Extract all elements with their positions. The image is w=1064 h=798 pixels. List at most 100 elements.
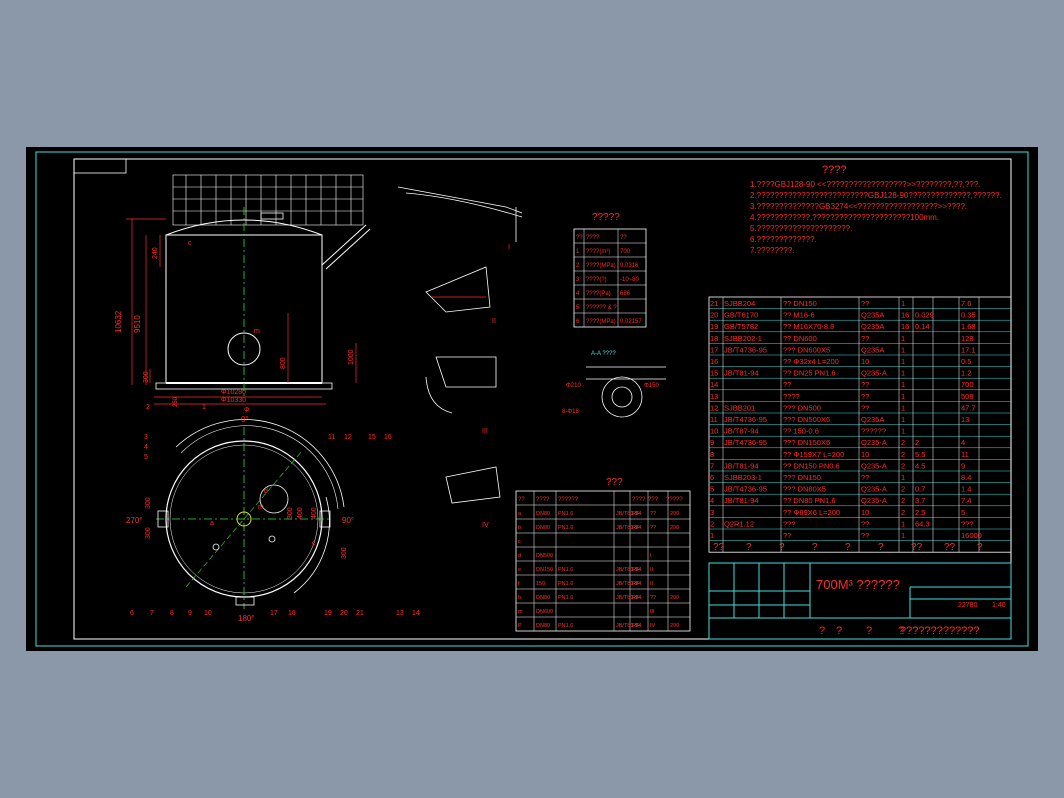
- nozzle-col-header: ????: [536, 497, 550, 503]
- part-cell: 5: [710, 485, 714, 494]
- nozzle-cell: ??: [650, 525, 656, 531]
- part-cell: 13: [961, 415, 969, 424]
- part-cell: 4.5: [915, 461, 925, 470]
- nozzle-cell: h: [518, 595, 521, 601]
- part-cell: SJBB204: [724, 299, 755, 308]
- part-cell: 8: [710, 450, 714, 459]
- part-cell: 16: [901, 322, 909, 331]
- plan-dim-4: 400: [297, 507, 304, 519]
- part-cell: 2: [901, 450, 905, 459]
- part-cell: ??: [783, 531, 791, 540]
- nozzle-cell: III: [650, 609, 655, 615]
- part-cell: 508: [961, 392, 974, 401]
- part-cell: 5: [961, 508, 965, 517]
- nozzle-cell: DN600: [536, 609, 553, 615]
- spec-cell: 1: [576, 249, 580, 255]
- nozzle-cell: PN1.6: [558, 525, 573, 531]
- part-cell: 9: [710, 438, 714, 447]
- nozzle-col-header: ??????: [558, 497, 579, 503]
- part-cell: 0.7: [915, 485, 925, 494]
- title-footer-cell: ?: [819, 625, 825, 637]
- nozzle-table-header: ???: [606, 477, 623, 488]
- part-cell: 4: [961, 438, 965, 447]
- part-cell: 21: [710, 299, 718, 308]
- dim-height-total: 10632: [114, 310, 123, 333]
- plan-dim-2: 300: [145, 527, 152, 539]
- part-cell: 14: [710, 380, 718, 389]
- spec-col-header: ??: [576, 235, 583, 241]
- plan-callout-14: 14: [412, 610, 420, 617]
- plan-callout-17: 17: [270, 610, 278, 617]
- dim-height-shell: 9510: [133, 315, 142, 333]
- nozzle-cell: m: [518, 609, 523, 615]
- part-header-cell: ?: [746, 542, 752, 553]
- part-cell: 1: [710, 531, 714, 540]
- part-cell: JB/T87-94: [724, 427, 759, 436]
- part-cell: 11: [961, 450, 969, 459]
- plan-dim-3: 300: [287, 507, 294, 519]
- dim-dia-outer: Φ10330: [221, 397, 246, 404]
- note-line: 7.????????.: [750, 246, 795, 255]
- part-cell: 1.2: [961, 369, 971, 378]
- plan-callout-21: 21: [356, 610, 364, 617]
- part-cell: 0.029: [915, 311, 934, 320]
- spec-col-header: ??: [620, 235, 627, 241]
- note-line: 2.?????????????????????????GBJ128-90????…: [750, 191, 1002, 200]
- nozzle-cell: 200: [670, 511, 679, 517]
- outer-frame: [35, 151, 1029, 647]
- nozzle-col-header: ?????: [666, 497, 683, 503]
- plan-callout-13: 13: [396, 610, 404, 617]
- part-cell: 0.35: [961, 311, 976, 320]
- part-cell: Q235-A: [861, 438, 887, 447]
- nozzle-cell: JB/T81-94: [616, 623, 641, 629]
- part-cell: 20: [710, 311, 718, 320]
- part-cell: ?? Φ159X7 L=200: [783, 450, 844, 459]
- part-header-cell: ?: [878, 542, 884, 553]
- nozzle-cell: PN1.6: [558, 595, 573, 601]
- spec-cell: 0.02157: [620, 319, 642, 325]
- part-cell: 0.5: [961, 357, 971, 366]
- part-cell: 16: [901, 311, 909, 320]
- part-cell: 15: [710, 369, 718, 378]
- part-cell: ?? DN150: [783, 299, 817, 308]
- part-cell: 700: [961, 380, 974, 389]
- plan-callout-9: 9: [188, 610, 192, 617]
- dim-nozzle-height: 1000: [348, 349, 355, 365]
- part-cell: 7.6: [961, 299, 971, 308]
- title-footer-cell: ?: [836, 625, 842, 637]
- spec-cell: 6: [576, 319, 580, 325]
- dim-roof: 240: [152, 247, 159, 259]
- plan-callout-15: 15: [368, 434, 376, 441]
- plan-label-phi: Φ: [244, 407, 250, 414]
- nozzle-cell: PN1.6: [558, 623, 573, 629]
- part-cell: JB/T81-94: [724, 496, 759, 505]
- nozzle-cell: ??: [650, 511, 656, 517]
- part-cell: SJBB201: [724, 403, 755, 412]
- callout-1: 1: [202, 404, 206, 411]
- part-cell: 2: [901, 496, 905, 505]
- part-cell: ??: [861, 380, 869, 389]
- nozzle-cell: RF: [632, 525, 640, 531]
- plan-callout-3: 3: [144, 434, 148, 441]
- spec-cell: -10~80: [620, 277, 640, 283]
- angle-90: 90°: [342, 516, 354, 525]
- angle-270: 270°: [126, 516, 143, 525]
- part-header-cell: ?: [779, 542, 785, 553]
- spec-cell: ?????? & ?: [586, 305, 617, 311]
- part-cell: 5.5: [915, 450, 925, 459]
- part-cell: 7.4: [961, 496, 971, 505]
- detail-label-IV: IV: [482, 522, 489, 529]
- dim-manhole-height: 800: [280, 357, 287, 369]
- spec-cell: 700: [620, 249, 631, 255]
- nozzle-cell: DN80: [536, 623, 550, 629]
- part-cell: 8.4: [961, 473, 971, 482]
- nozzle-cell: I: [650, 553, 652, 559]
- nozzle-cell: RF: [632, 623, 640, 629]
- part-cell: 1: [901, 345, 905, 354]
- walkway-arc: [175, 419, 345, 508]
- part-cell: 6: [710, 473, 714, 482]
- part-cell: JB/T81-94: [724, 461, 759, 470]
- plan-label-c: c: [312, 540, 316, 547]
- flange-dim-2: Φ150: [644, 383, 659, 389]
